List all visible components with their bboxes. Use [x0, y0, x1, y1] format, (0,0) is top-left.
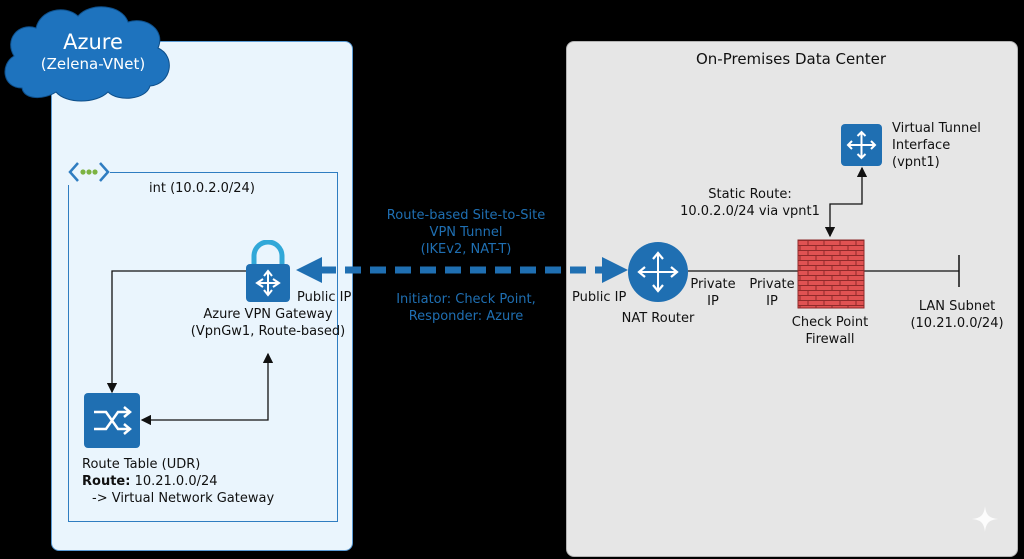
gateway-public-ip-label: Public IP [297, 290, 352, 305]
vpn-gateway-label: Azure VPN Gateway (VpnGw1, Route-based) [168, 306, 368, 340]
tunnel-protocols: (IKEv2, NAT-T) [420, 242, 512, 257]
lan-subnet-name: LAN Subnet [918, 299, 996, 314]
tunnel-label: Route-based Site-to-Site VPN Tunnel (IKE… [366, 207, 566, 258]
tunnel-arrow-left [296, 257, 322, 283]
firewall-icon [797, 239, 865, 309]
lan-subnet-label: LAN Subnet (10.21.0.0/24) [902, 298, 1012, 332]
tunnel-type: Route-based Site-to-Site [386, 208, 546, 223]
vpn-gateway-icon [246, 240, 290, 302]
udr-to-gateway-line [140, 352, 274, 426]
tunnel-arrow-right [602, 257, 628, 283]
vti-label: Virtual Tunnel Interface (vpnt1) [892, 120, 981, 171]
route-prefix: 10.21.0.0/24 [134, 474, 218, 489]
route-entry: Route: 10.21.0.0/24 [82, 473, 274, 490]
onprem-title: On-Premises Data Center [695, 50, 887, 68]
tunnel-responder: Responder: Azure [408, 309, 524, 324]
tunnel-name: VPN Tunnel [429, 225, 503, 240]
nat-router-label: NAT Router [621, 311, 695, 326]
onprem-panel [566, 41, 1018, 557]
azure-cloud-label: Azure (Zelena-VNet) [28, 30, 158, 74]
router-private-ip-line2: IP [707, 294, 719, 309]
azure-vnet-panel [51, 41, 353, 551]
vti-icon [841, 124, 882, 166]
firewall-name-line2: Firewall [805, 332, 855, 347]
route-table-icon [84, 393, 140, 448]
tunnel-initiator: Initiator: Check Point, [396, 292, 536, 307]
firewall-private-ip-label: Private IP [746, 276, 798, 310]
vti-line3: (vpnt1) [892, 155, 940, 170]
firewall-private-ip-line1: Private [749, 277, 795, 292]
vti-line1: Virtual Tunnel [892, 121, 981, 136]
router-icon [628, 242, 688, 302]
firewall-vti-line [824, 166, 868, 238]
static-route-label: Static Route: 10.0.2.0/24 via vpnt1 [680, 186, 820, 220]
sparkle-icon [972, 506, 998, 532]
vpn-gateway-detail: (VpnGw1, Route-based) [190, 324, 346, 339]
azure-vnet-name: (Zelena-VNet) [40, 55, 146, 73]
router-private-ip-line1: Private [690, 277, 736, 292]
router-public-ip-label: Public IP [572, 290, 627, 305]
route-table-label: Route Table (UDR) Route: 10.21.0.0/24 ->… [82, 456, 274, 507]
subnet-label: int (10.0.2.0/24) [149, 181, 255, 196]
firewall-private-ip-line2: IP [766, 294, 778, 309]
static-route-title: Static Route: [708, 187, 792, 202]
vti-line2: Interface [892, 138, 951, 153]
azure-title: Azure [63, 30, 123, 54]
tunnel-roles-label: Initiator: Check Point, Responder: Azure [366, 291, 566, 325]
vnet-icon [68, 159, 110, 185]
route-table-name: Route Table (UDR) [82, 457, 201, 472]
router-private-ip-label: Private IP [687, 276, 739, 310]
subnet-box [68, 172, 338, 522]
firewall-label: Check Point Firewall [770, 314, 890, 348]
cloud-icon [4, 6, 170, 102]
lan-subnet-range: (10.21.0.0/24) [910, 316, 1004, 331]
static-route-value: 10.0.2.0/24 via vpnt1 [680, 204, 820, 219]
gateway-to-udr-line [106, 270, 246, 394]
vpn-gateway-name: Azure VPN Gateway [203, 307, 333, 322]
route-key: Route: [82, 474, 131, 489]
firewall-name-line1: Check Point [791, 315, 869, 330]
route-next-hop: -> Virtual Network Gateway [92, 491, 275, 506]
